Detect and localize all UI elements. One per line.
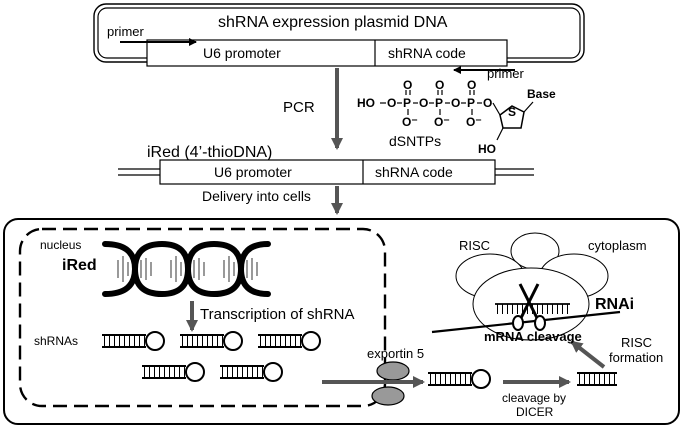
transcription-label: Transcription of shRNA: [200, 306, 355, 323]
ired-insert-box: [159, 159, 496, 185]
dsntp-o-1: O: [387, 96, 396, 110]
mrna-cleavage-label: mRNA cleavage: [484, 329, 582, 344]
dsntp-ominus-3: O⁻: [466, 115, 482, 129]
dicer-label-line2: DICER: [516, 405, 554, 419]
dsntp-oxo-1: O: [403, 78, 412, 92]
sirna-duplex: [577, 372, 617, 386]
rnai-label: RNAi: [595, 296, 634, 313]
shrna-hairpin: [180, 331, 243, 351]
helix-strand-2: [102, 240, 271, 298]
nucleus-boundary: [18, 227, 387, 408]
ired-promoter-label: U6 promoter: [214, 164, 292, 180]
dsntp-o-4: O: [483, 96, 492, 110]
pcr-label: PCR: [283, 99, 315, 116]
ired-double-helix: [117, 256, 258, 282]
dsntp-p-3: P: [467, 96, 475, 110]
scissors-icon: [512, 283, 546, 331]
exportin-label: exportin 5: [367, 346, 424, 361]
shrna-hairpin: [220, 362, 283, 382]
target-mrna: [431, 310, 621, 334]
primer-forward-label: primer: [107, 24, 145, 39]
risc-label: RISC: [459, 238, 490, 253]
dsntp-oxo-2: O: [435, 78, 444, 92]
dsntp-o-2: O: [419, 96, 428, 110]
dsntp-p-1: P: [403, 96, 411, 110]
dicer-label-line1: cleavage by: [502, 391, 566, 405]
exported-shrna-hairpin: [428, 369, 491, 389]
plasmid-shrna-code-label: shRNA code: [388, 45, 466, 61]
dsntp-ho: HO: [357, 96, 375, 110]
dsntp-structure: HO O P O P O P O O O O O⁻ O⁻ O⁻ S Bas: [357, 78, 556, 156]
dsntp-o-3: O: [451, 96, 460, 110]
cytoplasm-label: cytoplasm: [588, 238, 647, 253]
primer-reverse-label: primer: [487, 66, 525, 81]
plasmid-promoter-label: U6 promoter: [203, 45, 281, 61]
shrna-hairpin: [102, 331, 165, 351]
dsntp-3oh: HO: [478, 142, 496, 156]
exportin-protein-bottom: [371, 386, 405, 406]
dsntp-name: dSNTPs: [389, 133, 441, 149]
plasmid-dna: shRNA expression plasmid DNA U6 promoter…: [93, 3, 585, 81]
risc-formation-arrow: [570, 340, 606, 369]
ired-in-cell-label: iRed: [62, 257, 97, 274]
dsntp-ominus-1: O⁻: [402, 115, 418, 129]
risc-formation-line1: RISC: [621, 335, 652, 350]
cell-membrane: [3, 218, 680, 425]
ired-dna-title: iRed (4’-thioDNA): [147, 144, 272, 161]
ired-linear-dna: U6 promoter shRNA code: [118, 159, 534, 185]
plasmid-insert-box: [146, 39, 508, 67]
dsntp-s: S: [508, 105, 516, 119]
dsntp-ominus-2: O⁻: [434, 115, 450, 129]
delivery-label: Delivery into cells: [202, 188, 311, 204]
shrna-hairpin: [258, 331, 321, 351]
dsntp-oxo-3: O: [467, 78, 476, 92]
dsntp-base: Base: [527, 87, 556, 101]
exportin-protein-top: [376, 361, 410, 381]
nucleus-label: nucleus: [40, 238, 81, 252]
shrna-hairpin: [142, 362, 205, 382]
risc-formation-line2: formation: [609, 350, 663, 365]
ired-shrna-code-label: shRNA code: [375, 164, 453, 180]
plasmid-title: shRNA expression plasmid DNA: [218, 14, 448, 31]
dsntp-p-2: P: [435, 96, 443, 110]
shrnas-label: shRNAs: [34, 334, 78, 348]
